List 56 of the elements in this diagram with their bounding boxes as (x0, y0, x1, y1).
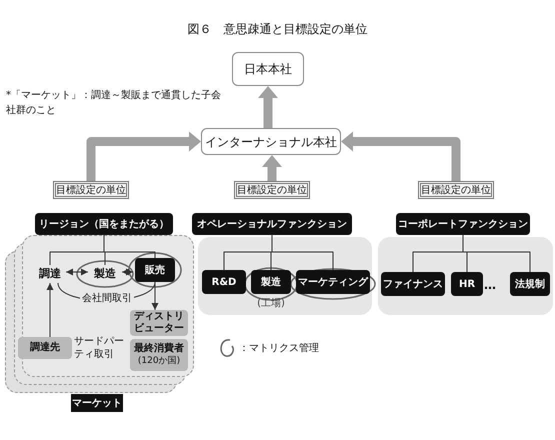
arrow (152, 282, 158, 310)
headquarters-box (201, 128, 341, 155)
function-box (396, 213, 530, 235)
function-box (202, 270, 246, 294)
function-box (135, 258, 175, 282)
market-label: マーケット (71, 394, 123, 412)
edge-note: サードパーティ取引 (74, 336, 125, 361)
node-text: 販売 (145, 264, 165, 278)
node-text: 最終消費者 (134, 343, 184, 356)
unit-label-box (418, 181, 494, 199)
node-text: 目標設定の単位 (56, 184, 126, 198)
arrow (122, 268, 134, 276)
node-text: コーポレートファンクション (398, 218, 528, 232)
node-text: 目標設定の単位 (421, 184, 491, 198)
node-text: 調達 (39, 266, 61, 282)
block-arrow (262, 155, 282, 181)
headquarters-box (232, 52, 304, 86)
legend-text: ：マトリクス管理 (239, 342, 319, 356)
function-box (35, 213, 173, 235)
block-arrow (341, 132, 460, 181)
party-box (18, 337, 72, 359)
function-panel (378, 237, 553, 315)
function-box (381, 272, 445, 296)
node-text: 製造 (94, 266, 116, 282)
block-arrow (86, 132, 201, 181)
node-text: 調達先 (30, 342, 60, 354)
node-text: 製造 (261, 276, 281, 290)
market-group (5, 235, 195, 413)
footnote: *「マーケット」：調達～製販まで通貫した子会社群のこと (6, 88, 221, 118)
node-text: R&D (212, 276, 236, 290)
node-text: ファイナンス (383, 278, 443, 292)
function-box (451, 272, 483, 296)
node-text: HR (458, 278, 476, 292)
arrow (46, 282, 54, 338)
arrow (66, 268, 88, 276)
unit-label-box (53, 181, 129, 199)
node-text: インターナショナル本社 (205, 134, 337, 150)
node-text: 法規制 (515, 278, 545, 292)
function-box (510, 272, 550, 296)
node-text: リージョン（国をまたがる） (39, 218, 169, 232)
figure-title: 図６ 意思疎通と目標設定の単位 (186, 21, 368, 38)
node-text: ディストリビューター (133, 310, 185, 336)
function-box (192, 213, 352, 235)
node-text: 目標設定の単位 (237, 184, 307, 198)
node-text: オペレーショナルファンクション (197, 218, 347, 232)
node-text: 日本本社 (244, 61, 292, 78)
function-panel (198, 237, 372, 315)
ellipsis: … (484, 277, 497, 294)
node-text: マーケティング (298, 276, 368, 290)
unit-label-box (234, 181, 310, 199)
node-subtext: (120か国) (138, 356, 180, 367)
block-arrow (258, 86, 278, 128)
node-caption: (工場) (256, 297, 286, 311)
function-box (296, 270, 370, 294)
function-box (251, 270, 291, 294)
party-box (130, 339, 188, 371)
